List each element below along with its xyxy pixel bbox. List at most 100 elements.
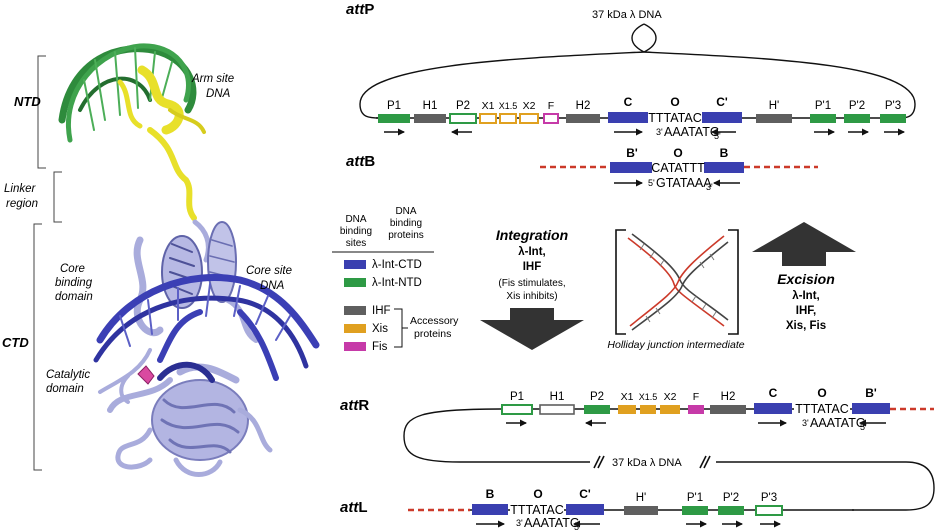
attP-site-H2 bbox=[566, 114, 600, 123]
attP-site-P-prime1 bbox=[810, 114, 836, 123]
excision-line-3: Xis, Fis bbox=[786, 320, 826, 332]
holliday-label: Holliday junction intermediate bbox=[607, 339, 744, 351]
attR-label-F: F bbox=[693, 391, 699, 403]
legend-label-int-ctd: λ-Int-CTD bbox=[372, 259, 422, 271]
attP-site-H-prime bbox=[756, 114, 792, 123]
attP-panel: attP 37 kDa λ DNA P1 H1 P2 X1 X1.5 X2 F … bbox=[346, 1, 916, 141]
legend-swatch-fis bbox=[344, 342, 366, 351]
accessory-bracket bbox=[394, 308, 408, 348]
holliday-bracket-left bbox=[615, 229, 626, 335]
attP-site-H1 bbox=[414, 114, 446, 123]
attR-site-P1 bbox=[501, 404, 533, 415]
attL-label-P-prime1: P'1 bbox=[687, 492, 703, 504]
attB-prime5: 5' bbox=[648, 178, 655, 188]
lambda-dna-break-marks bbox=[593, 455, 711, 469]
attP-label-X1.5: X1.5 bbox=[499, 101, 518, 111]
legend-label-fis: Fis bbox=[372, 341, 388, 353]
attB-title: attB bbox=[346, 153, 375, 170]
attR-site-labels: P1 H1 P2 X1 X1.5 X2 F H2 C O B' bbox=[510, 386, 877, 403]
attR-panel: attR P1 H1 P2 X1 X1.5 X2 F H2 C O B' TTT… bbox=[340, 386, 935, 511]
attP-loop-left bbox=[359, 51, 645, 119]
attP-label-H-prime: H' bbox=[769, 100, 780, 112]
active-site-residue bbox=[137, 365, 155, 385]
attL-label-H-prime: H' bbox=[636, 492, 647, 504]
attR-label-X2: X2 bbox=[664, 391, 677, 403]
attP-label-P-prime1: P'1 bbox=[815, 100, 831, 112]
legend-header-sites-3: sites bbox=[346, 238, 367, 249]
accessory-label-1: Accessory bbox=[410, 315, 459, 327]
excision-panel: Excision λ-Int, IHF, Xis, Fis bbox=[752, 222, 856, 332]
integration-panel: Integration λ-Int, IHF (Fis stimulates, … bbox=[480, 227, 584, 350]
attP-site-P2 bbox=[449, 113, 477, 124]
legend-header: DNA binding sites DNA binding proteins bbox=[340, 206, 424, 249]
attR-label-P2: P2 bbox=[590, 391, 604, 403]
lambda-dna-label: 37 kDa λ DNA bbox=[612, 457, 682, 469]
legend-label-int-ntd: λ-Int-NTD bbox=[372, 277, 422, 289]
attL-site-C-prime bbox=[566, 504, 604, 515]
ntd-label: NTD bbox=[14, 94, 41, 109]
ctd-label: CTD bbox=[2, 335, 29, 350]
attL-loop-right bbox=[852, 461, 935, 511]
core-site-label-1: Core site bbox=[246, 265, 292, 277]
attR-label-B-prime: B' bbox=[865, 386, 877, 400]
legend-swatch-xis bbox=[344, 324, 366, 333]
attR-site-H2 bbox=[710, 405, 746, 414]
attR-label-C: C bbox=[769, 386, 778, 400]
accessory-label-2: proteins bbox=[414, 328, 451, 340]
holliday-junction-strands bbox=[627, 233, 729, 331]
structure-panel: NTD Linker region CTD bbox=[2, 43, 320, 477]
attR-site-X1.5 bbox=[640, 405, 656, 414]
attR-site-P2 bbox=[584, 405, 610, 414]
arm-site-dna-helix bbox=[58, 43, 197, 143]
attL-seq-bottom: AAATATG bbox=[524, 516, 580, 530]
attL-site-P-prime2 bbox=[718, 506, 744, 515]
attL-site-B bbox=[472, 504, 508, 515]
legend-header-proteins-3: proteins bbox=[388, 230, 424, 241]
legend-header-sites-1: DNA bbox=[345, 214, 366, 225]
attR-prime3: 3' bbox=[802, 418, 809, 428]
integration-line-2: IHF bbox=[523, 261, 542, 273]
attP-site-P-prime2 bbox=[844, 114, 870, 123]
attL-site-P-prime1 bbox=[682, 506, 708, 515]
ntd-protein-ribbon bbox=[117, 65, 206, 221]
attL-site-labels: B O C' H' P'1 P'2 P'3 bbox=[486, 487, 777, 504]
attB-prime3: 3' bbox=[706, 182, 713, 192]
arm-site-label-2: DNA bbox=[206, 88, 231, 100]
ctd-bracket bbox=[33, 223, 42, 471]
attP-label-P1: P1 bbox=[387, 100, 401, 112]
attP-label-X2: X2 bbox=[523, 100, 536, 112]
legend-swatch-ihf bbox=[344, 306, 366, 315]
attP-site-P1 bbox=[378, 114, 410, 123]
attP-label-O: O bbox=[670, 95, 679, 109]
legend-label-ihf: IHF bbox=[372, 305, 391, 317]
attR-prime5: 5' bbox=[860, 422, 867, 432]
core-site-dna-helix bbox=[93, 274, 320, 383]
attP-site-X2 bbox=[519, 113, 539, 124]
excision-title: Excision bbox=[777, 271, 835, 287]
attR-site-C bbox=[754, 403, 792, 414]
integration-line-1: λ-Int, bbox=[518, 246, 545, 258]
attR-site-B-prime bbox=[852, 403, 890, 414]
excision-arrow bbox=[752, 222, 856, 266]
attP-overlap-bg bbox=[648, 112, 702, 123]
ctd-protein-ribbon bbox=[98, 219, 273, 477]
attP-seq-bottom: AAATATG bbox=[664, 125, 720, 139]
attB-seq-top: CATATTT bbox=[651, 161, 705, 175]
excision-line-2: IHF, bbox=[796, 305, 816, 317]
ntd-bracket bbox=[37, 55, 46, 169]
integration-arrow bbox=[480, 308, 584, 350]
attP-label-X1: X1 bbox=[482, 100, 495, 112]
attL-label-P-prime3: P'3 bbox=[761, 492, 777, 504]
catalytic-label-2: domain bbox=[46, 383, 84, 395]
attB-site-B-prime bbox=[610, 162, 652, 173]
attR-label-P1: P1 bbox=[510, 391, 524, 403]
attR-site-H1 bbox=[539, 404, 575, 415]
attP-label-C-prime: C' bbox=[716, 95, 728, 109]
integration-note-2: Xis inhibits) bbox=[506, 291, 557, 302]
legend-swatch-int-ctd bbox=[344, 260, 366, 269]
attP-title: attP bbox=[346, 1, 374, 18]
excision-line-1: λ-Int, bbox=[792, 290, 819, 302]
legend-label-xis: Xis bbox=[372, 323, 388, 335]
attP-site-F bbox=[543, 113, 559, 124]
